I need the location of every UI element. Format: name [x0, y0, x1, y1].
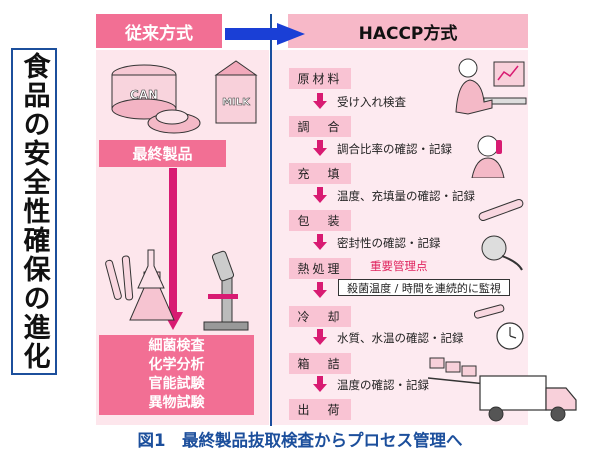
milk-label: MILK — [222, 97, 251, 108]
phone-worker-icon — [468, 132, 512, 178]
food-products-illustration: CAN MILK — [104, 55, 264, 137]
test-tubes-icon — [105, 256, 133, 300]
vertical-title: 食品の安全性確保の進化 — [21, 52, 48, 371]
lab-equipment-illustration — [104, 242, 256, 334]
process-step: 熱処理 — [289, 258, 351, 279]
computer-worker-icon — [448, 52, 528, 120]
check-text: 受け入れ検査 — [337, 94, 406, 110]
process-step: 調 合 — [289, 116, 351, 137]
step-arrow-icon — [313, 329, 327, 345]
step-arrow-icon — [313, 234, 327, 250]
step-arrow-icon — [313, 282, 327, 298]
thermometer-icon — [474, 194, 526, 228]
sealing-device-icon — [478, 232, 526, 272]
method-divider — [270, 14, 272, 426]
step-arrow-icon — [313, 140, 327, 156]
process-step: 原材料 — [289, 68, 351, 89]
process-step: 箱 詰 — [289, 353, 351, 374]
check-text: 温度の確認・記録 — [337, 377, 429, 393]
process-step: 出 荷 — [289, 399, 351, 420]
process-step: 充 填 — [289, 163, 351, 184]
check-text: 水質、水温の確認・記録 — [337, 330, 464, 346]
check-text: 密封性の確認・記録 — [337, 235, 441, 251]
step-arrow-icon — [313, 376, 327, 392]
final-inspection-box: 細菌検査 化学分析 官能試験 異物試験 — [99, 335, 254, 415]
traditional-header: 従来方式 — [96, 14, 222, 48]
process-step: 包 装 — [289, 210, 351, 231]
inspection-item: 官能試験 — [149, 375, 205, 394]
inspection-item: 細菌検査 — [149, 337, 205, 356]
inspection-item: 化学分析 — [149, 356, 205, 375]
microscope-icon — [204, 250, 248, 330]
check-text: 温度、充填量の確認・記録 — [337, 188, 475, 204]
step-arrow-icon — [313, 93, 327, 109]
inspection-item: 異物試験 — [149, 394, 205, 413]
flask-icon — [130, 250, 174, 320]
final-product-box: 最終製品 — [99, 140, 226, 167]
clock-icon — [474, 300, 526, 352]
process-step: 冷 却 — [289, 306, 351, 327]
vertical-title-box: 食品の安全性確保の進化 — [11, 48, 57, 375]
can-label: CAN — [130, 88, 158, 102]
step-arrow-icon — [313, 187, 327, 203]
truck-icon — [478, 372, 578, 424]
milk-carton-icon: MILK — [216, 61, 256, 123]
critical-control-point-label: 重要管理点 — [370, 258, 428, 274]
figure-caption: 図1 最終製品抜取検査からプロセス管理へ — [0, 427, 600, 451]
transition-arrow-icon — [225, 23, 305, 45]
haccp-header: HACCP方式 — [288, 14, 528, 48]
check-text: 調合比率の確認・記録 — [337, 141, 452, 157]
sterilization-monitor-box: 殺菌温度 / 時間を連続的に監視 — [338, 279, 510, 296]
